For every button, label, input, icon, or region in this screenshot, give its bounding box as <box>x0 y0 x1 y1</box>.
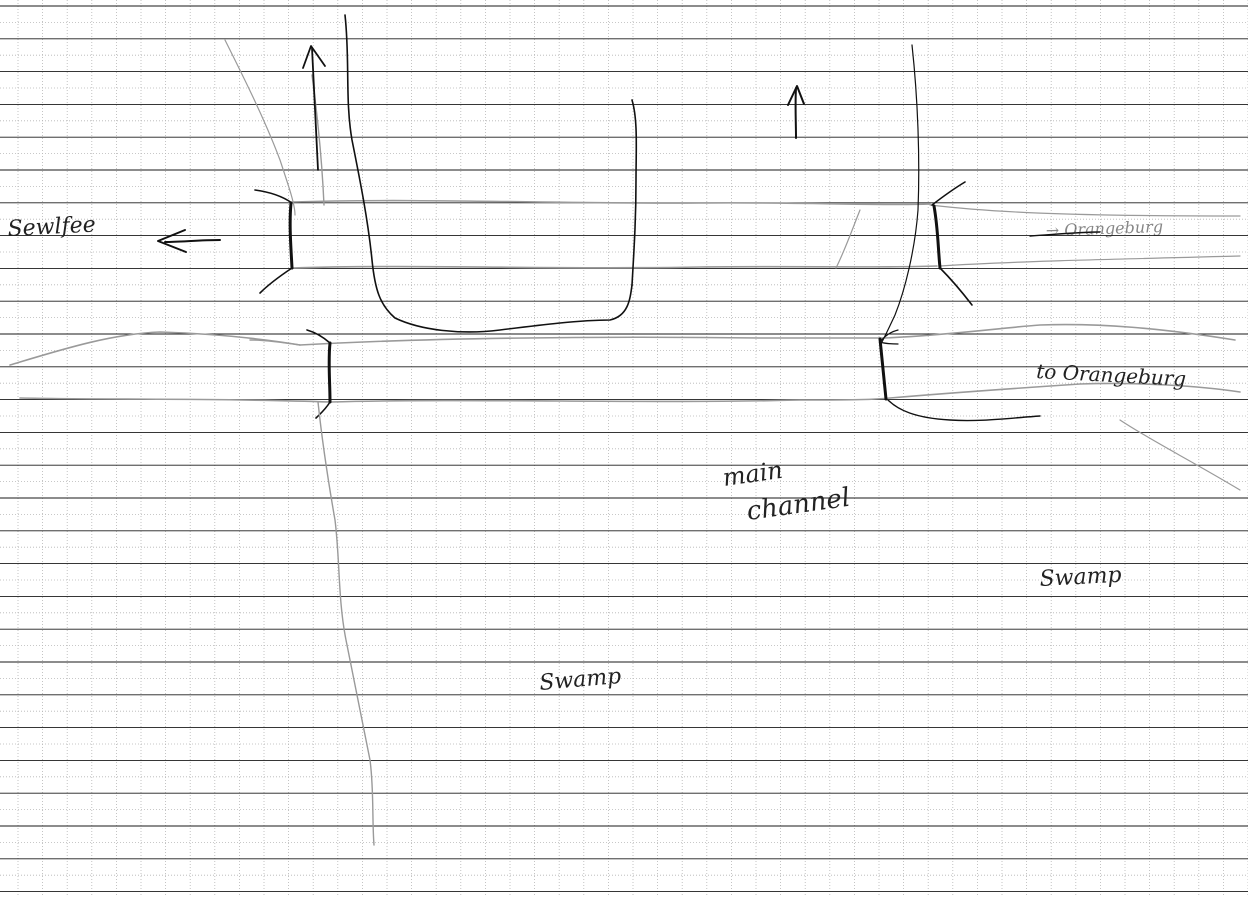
channel-left-vertical <box>345 15 632 332</box>
label-main: main <box>721 456 785 492</box>
bridge-right-lower-flare-bottom <box>888 400 1040 421</box>
bridge-right-upper-flare-bottom <box>940 268 972 305</box>
label-sewlfee: Sewlfee <box>7 212 96 242</box>
label-swamp-right: Swamp <box>1039 563 1122 592</box>
arrow-up-left-head <box>303 46 325 68</box>
bridge-left-upper-flare-top <box>255 190 292 203</box>
bridge-left-upper <box>290 203 292 268</box>
upper-road-bottom-edge <box>292 266 937 268</box>
label-swamp-bottom: Swamp <box>538 664 622 696</box>
bridge-left-upper-flare-bottom <box>260 268 292 293</box>
label-channel: channel <box>745 483 852 527</box>
streams <box>225 40 1240 845</box>
stream-far-left <box>225 40 295 215</box>
bridge-right-upper-flare-top <box>932 182 965 205</box>
stream-right-diagonal <box>836 210 860 268</box>
bridge-right-upper <box>934 206 940 268</box>
upper-road-right-spur-top <box>930 205 1240 216</box>
arrow-left-sewlfee-shaft <box>165 240 220 242</box>
bridge-right-lower <box>880 339 886 399</box>
bridge-left-lower <box>329 343 330 402</box>
arrows <box>158 46 1100 252</box>
bridge-left-lower-flare-top <box>307 330 330 343</box>
channel-lines <box>345 15 919 344</box>
stream-down-middle <box>318 402 374 845</box>
upper-road-right-spur-bottom <box>940 256 1240 266</box>
label-orangeburg-top: → Orangeburg <box>1045 217 1163 240</box>
stream-lower-right <box>1120 420 1240 490</box>
channel-right-of-sheet <box>882 45 919 342</box>
